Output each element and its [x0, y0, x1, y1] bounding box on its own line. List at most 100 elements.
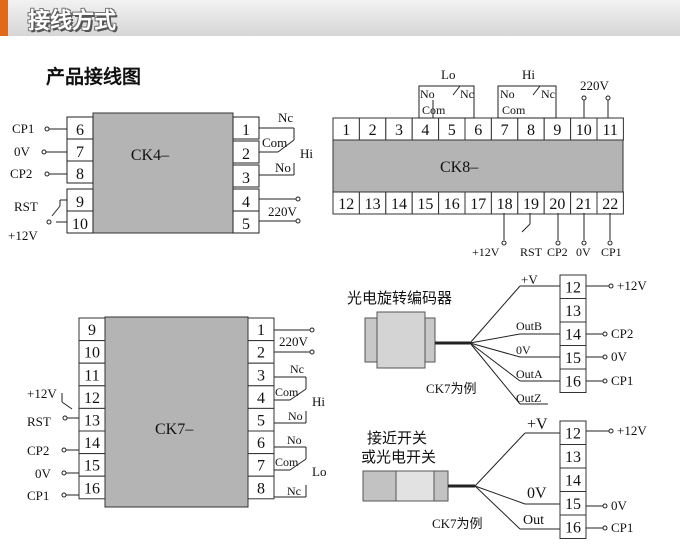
ck8-hi-label: Hi: [522, 67, 535, 82]
encoder-diagram: 光电旋转编码器 +V OutB 0V OutA OutZ CK7为例 12131…: [347, 272, 647, 405]
ck8-top-pin: 3: [395, 122, 403, 139]
ck7-left-pin: 15: [84, 458, 100, 475]
ck8-top-pin: 7: [501, 122, 509, 139]
ck8-top-pin: 9: [553, 122, 561, 139]
switch-pin: 16: [565, 520, 581, 537]
ck8-top-pin: 5: [448, 122, 456, 139]
ck4-label-cp1: CP1: [12, 121, 34, 136]
encoder-wire: 0V: [516, 343, 531, 357]
switch-pin: 12: [565, 426, 581, 443]
ck8-lo-label: Lo: [441, 67, 455, 82]
encoder-pin: 15: [565, 350, 581, 367]
ck7-right-pin: 3: [257, 367, 265, 384]
encoder-wire: OutB: [516, 319, 542, 333]
ck7-left-pin: 11: [84, 367, 99, 384]
ck7-left-pin-box: [78, 475, 106, 500]
ck7-label-cp1: CP1: [27, 488, 49, 503]
ck8-label-cp1: CP1: [601, 245, 622, 259]
ck4-pin: 9: [76, 194, 84, 211]
encoder-label-12v: +12V: [617, 278, 647, 293]
ck7-hi-com: Com: [275, 385, 299, 399]
ck4-pin: 6: [76, 122, 84, 139]
ck7-hi-label: Hi: [312, 394, 325, 409]
encoder-wire: OutZ: [516, 391, 541, 405]
ck7-right-pin: 5: [257, 412, 265, 429]
encoder-pin: 14: [565, 327, 581, 344]
ck4-pin: 1: [242, 122, 250, 139]
ck8-bottom-pin: 21: [576, 196, 592, 213]
ck7-left-pin: 9: [88, 322, 96, 339]
switch-pin-box: [559, 514, 587, 539]
switch-label-0v: 0V: [611, 498, 628, 513]
switch-pin: 15: [565, 496, 581, 513]
ck8-top-pin: 8: [527, 122, 535, 139]
ck8-lo-nc: Nc: [460, 87, 474, 101]
ck8-bottom-pin: 13: [365, 196, 381, 213]
ck4-relay-nc: Nc: [278, 110, 293, 125]
ck8-label-0v: 0V: [576, 245, 591, 259]
ck7-left-pin: 14: [84, 435, 100, 452]
ck7-label-rst: RST: [27, 414, 51, 429]
ck8-lo-com: Com: [422, 103, 446, 117]
ck4-pin: 4: [242, 194, 250, 211]
switch-wire: +V: [527, 416, 548, 433]
encoder-pin: 12: [565, 280, 581, 297]
ck4-diagram: CK4– 6 7 8 9 10 1 2 3 4 5 CP1: [8, 110, 313, 243]
encoder-example: CK7为例: [426, 381, 477, 396]
ck4-power: 220V: [268, 204, 298, 219]
ck4-relay-com: Com: [262, 135, 287, 150]
switch-label-cp1: CP1: [611, 520, 633, 535]
ck7-lo-nc: Nc: [287, 484, 301, 498]
switch-pin: 13: [565, 449, 581, 466]
ck7-hi-no: No: [288, 409, 303, 423]
ck4-label-12v: +12V: [8, 228, 38, 243]
ck4-pin: 3: [242, 170, 250, 187]
ck7-right-pin: 4: [257, 390, 265, 407]
ck7-right-pin: 7: [257, 458, 265, 475]
ck8-power: 220V: [580, 78, 610, 93]
ck8-top-pin: 11: [602, 122, 617, 139]
ck7-right-pin-box: [247, 475, 275, 500]
encoder-icon: [376, 311, 426, 369]
ck7-hi-nc: Nc: [290, 362, 304, 376]
ck8-body: [332, 139, 624, 193]
ck8-top-pin: 6: [474, 122, 482, 139]
ck8-top-pin: 2: [369, 122, 377, 139]
page-title: 接线方式: [28, 9, 117, 34]
encoder-pins: 12 13 14 15 16: [559, 274, 587, 393]
switch-label-12v: +12V: [617, 423, 647, 438]
ck4-pin: 2: [242, 146, 250, 163]
ck8-bottom-pin: 15: [417, 196, 433, 213]
ck8-label-rst: RST: [520, 245, 543, 259]
ck8-label-cp2: CP2: [547, 245, 568, 259]
ck4-relay-hi: Hi: [300, 146, 313, 161]
ck8-top-pin: 10: [576, 122, 592, 139]
encoder-pin: 13: [565, 303, 581, 320]
ck8-bottom-pin: 19: [523, 196, 539, 213]
ck7-lo-com: Com: [275, 455, 299, 469]
ck7-right-pin: 1: [257, 322, 265, 339]
ck8-bottom-pin: 12: [338, 196, 354, 213]
ck7-power: 220V: [279, 334, 309, 349]
header-bar: 接线方式: [0, 0, 680, 36]
section-title: 产品接线图: [46, 66, 142, 88]
ck4-label-cp2: CP2: [10, 166, 32, 181]
switch-title-1: 接近开关: [367, 430, 427, 447]
ck8-top-pin: 1: [342, 122, 350, 139]
ck4-label-rst: RST: [14, 199, 38, 214]
ck4-pin: 10: [72, 216, 88, 233]
ck8-lo-no: No: [420, 87, 435, 101]
ck8-bottom-pin: 17: [470, 196, 486, 213]
encoder-label-cp2: CP2: [611, 326, 633, 341]
ck8-bottom-pin: 18: [497, 196, 513, 213]
encoder-pin: 16: [565, 374, 581, 391]
ck4-pin: 5: [242, 216, 250, 233]
ck7-left-pin: 16: [84, 480, 100, 497]
ck8-bottom-pin: 20: [549, 196, 565, 213]
ck4-body: [92, 112, 234, 234]
